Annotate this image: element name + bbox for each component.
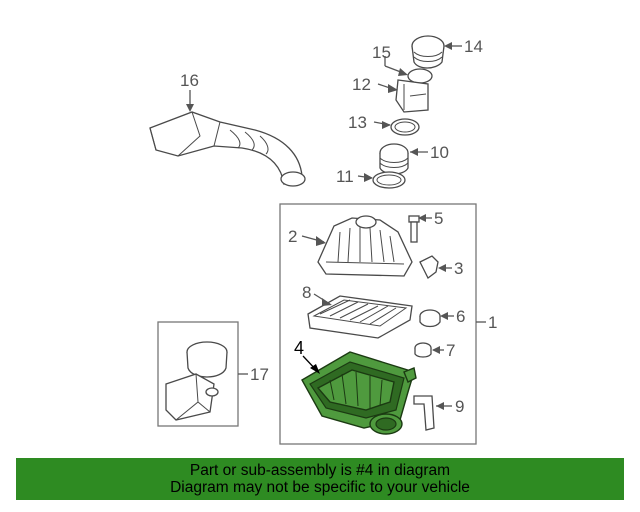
callout-13: 13: [348, 113, 367, 132]
callout-1: 1: [488, 313, 497, 332]
part-9-hose: [413, 395, 435, 431]
callout-3: 3: [454, 259, 463, 278]
callout-11: 11: [336, 167, 354, 186]
part-13-clamp: [390, 118, 420, 136]
part-8-filter: [307, 295, 413, 339]
part-10-hose: [379, 143, 409, 175]
callout-5: 5: [434, 209, 443, 228]
part-11-clamp: [372, 171, 406, 189]
part-16-intake-duct: [149, 111, 306, 187]
callout-14: 14: [464, 37, 483, 56]
callout-17: 17: [250, 365, 269, 384]
leader-lines: [186, 42, 462, 410]
part-5-bolt: [408, 215, 420, 243]
callout-16: 16: [180, 71, 199, 90]
part-2-cover: [317, 215, 413, 277]
part-4-air-cleaner-body: [301, 351, 417, 435]
part-14-hose: [411, 35, 445, 69]
banner-line-1: Part or sub-assembly is #4 in diagram: [189, 462, 451, 479]
callout-10: 10: [430, 143, 449, 162]
part-3-bracket: [419, 255, 439, 279]
callout-6: 6: [456, 307, 465, 326]
part-12-resonator: [395, 79, 429, 113]
callout-12: 12: [352, 75, 371, 94]
info-banner: Part or sub-assembly is #4 in diagram Di…: [16, 458, 624, 500]
part-17-resonator: [165, 341, 228, 421]
callout-8: 8: [302, 283, 311, 302]
callout-2: 2: [288, 227, 297, 246]
part-15-clamp: [407, 68, 433, 84]
assembly-1-box: [279, 203, 477, 445]
callout-4: 4: [294, 338, 304, 358]
part-7-bushing: [414, 342, 432, 358]
banner-line-2: Diagram may not be specific to your vehi…: [170, 479, 470, 496]
callout-15: 15: [372, 43, 391, 62]
callout-7: 7: [446, 341, 455, 360]
parts-diagram: 1 2 3 4 5 6 7 8 9 10 11 12 13 14 15 16 1…: [149, 35, 497, 445]
callout-9: 9: [455, 397, 464, 416]
part-6-grommet: [419, 309, 441, 328]
